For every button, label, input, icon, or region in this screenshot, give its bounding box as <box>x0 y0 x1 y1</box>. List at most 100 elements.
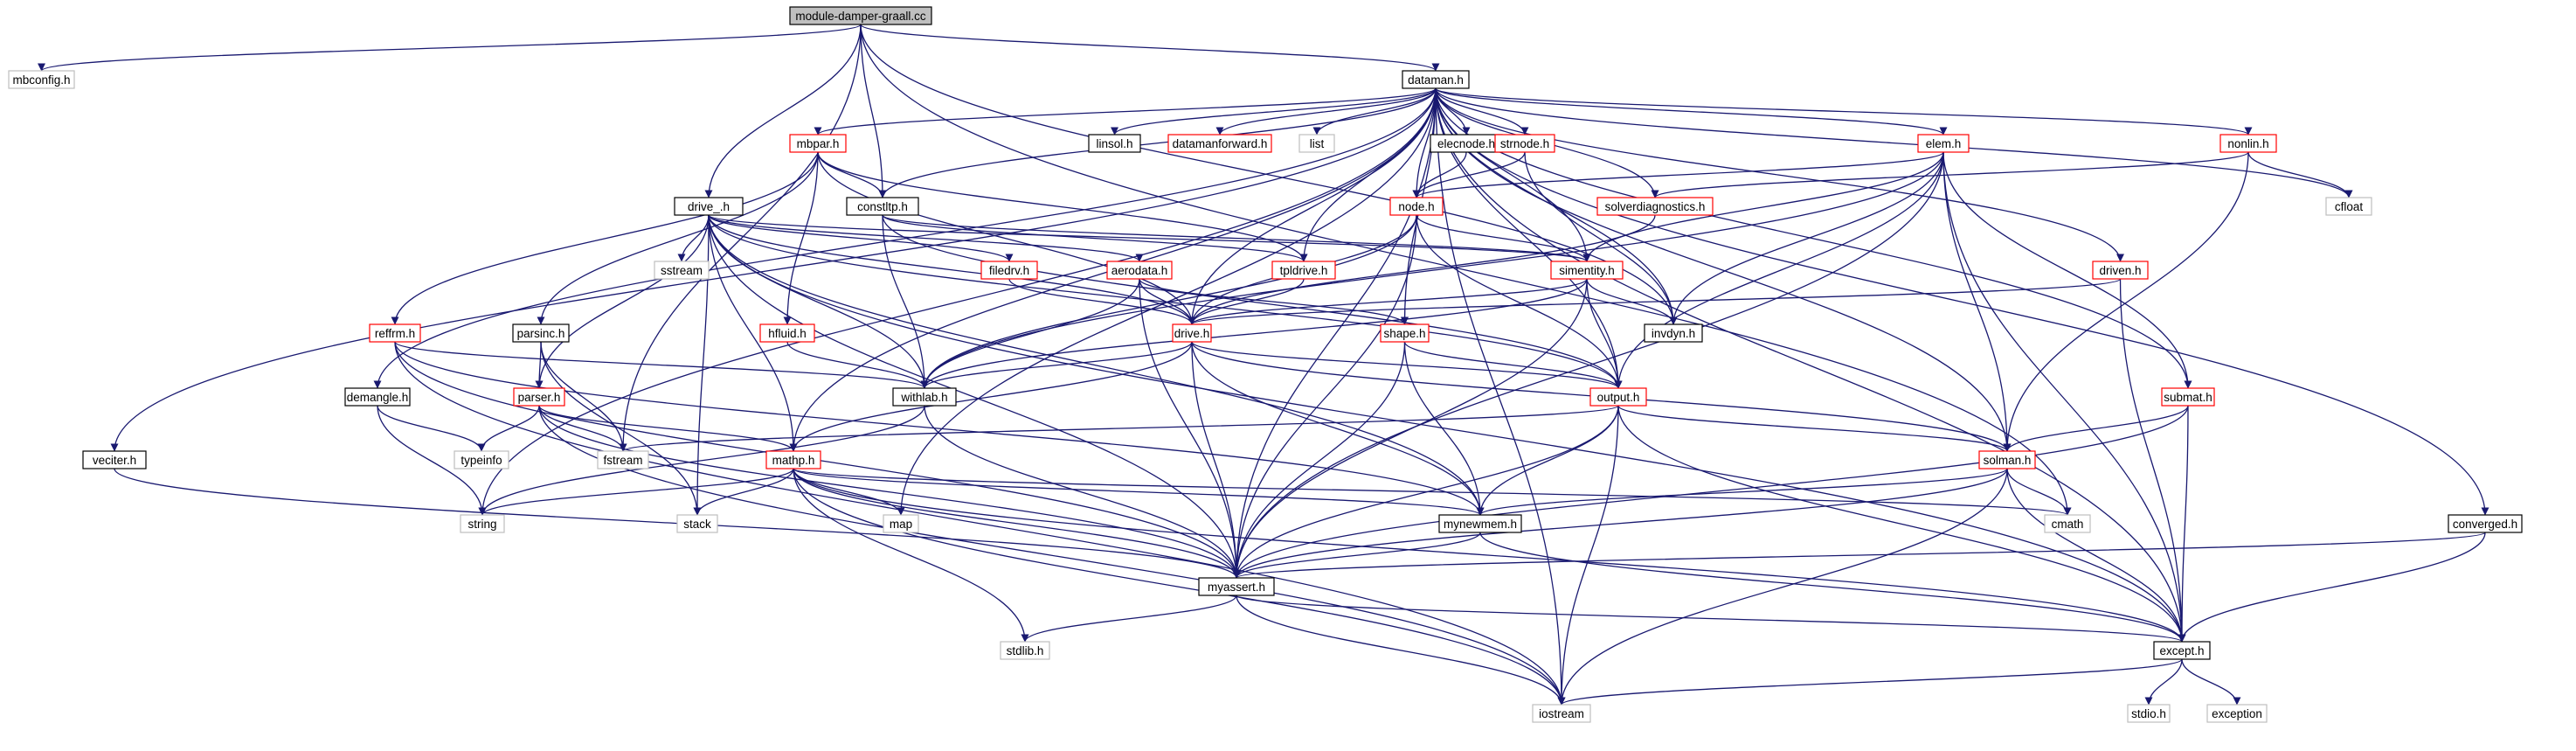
node-typeinfo-label: typeinfo <box>460 454 502 467</box>
edge-myassert-to-except <box>1236 595 2186 643</box>
node-drive_[interactable]: drive_.h <box>674 197 744 216</box>
node-elecnode[interactable]: elecnode.h <box>1430 134 1503 153</box>
node-except[interactable]: except.h <box>2153 641 2211 660</box>
edge-filedrv-to-drive <box>1008 278 1196 325</box>
node-strnode[interactable]: strnode.h <box>1494 134 1555 153</box>
edge-solman-to-cmath <box>2006 468 2072 516</box>
node-stdlib-label: stdlib.h <box>1007 644 1044 657</box>
node-fstream-box <box>597 450 649 469</box>
node-solverdiagnostics[interactable]: solverdiagnostics.h <box>1596 197 1714 216</box>
node-constltp[interactable]: constltp.h <box>846 197 919 216</box>
edge-drive_-to-output <box>708 214 1623 389</box>
node-exception-label: exception <box>2212 707 2262 720</box>
node-list-label: list <box>1310 137 1325 150</box>
node-output[interactable]: output.h <box>1589 387 1647 407</box>
node-cfloat: cfloat <box>2325 197 2372 216</box>
node-sstream: sstream <box>654 261 710 280</box>
node-mbpar-label: mbpar.h <box>797 137 840 150</box>
edge-driven-to-drive <box>1188 278 2122 325</box>
node-mbpar[interactable]: mbpar.h <box>789 134 847 153</box>
node-elem[interactable]: elem.h <box>1917 134 1970 153</box>
node-driven-box <box>2092 261 2149 280</box>
edge-mathp-to-mynewmem <box>793 468 1485 516</box>
edge-simentity-to-invdyn <box>1586 278 1678 325</box>
node-linsol[interactable]: linsol.h <box>1088 134 1141 153</box>
node-myassert-label: myassert.h <box>1208 581 1265 594</box>
edge-mathp-to-string <box>478 468 794 516</box>
node-simentity[interactable]: simentity.h <box>1550 261 1624 280</box>
node-root[interactable]: module-damper-graall.cc <box>789 6 932 25</box>
edge-strnode-to-node <box>1412 151 1526 198</box>
edge-nonlin-to-solverdiagnostics <box>1651 151 2249 198</box>
node-submat-label: submat.h <box>2164 391 2212 404</box>
node-driven[interactable]: driven.h <box>2092 261 2149 280</box>
edge-drive_-to-sstream <box>677 214 710 262</box>
edge-drive_-to-filedrv <box>708 214 1014 262</box>
edge-mathp-to-except <box>793 468 2186 643</box>
edges-layer <box>38 24 2489 706</box>
node-hfluid[interactable]: hfluid.h <box>759 323 815 343</box>
node-veciter[interactable]: veciter.h <box>82 450 147 469</box>
edge-elem-to-simentity <box>1582 151 1944 262</box>
node-nonlin[interactable]: nonlin.h <box>2219 134 2277 153</box>
node-parsinc[interactable]: parsinc.h <box>512 323 570 343</box>
node-invdyn[interactable]: invdyn.h <box>1644 323 1703 343</box>
edge-mathp-to-stdlib <box>793 468 1029 643</box>
node-dataman[interactable]: dataman.h <box>1402 70 1470 89</box>
node-withlab[interactable]: withlab.h <box>892 387 957 407</box>
node-reffrm[interactable]: reffrm.h <box>369 323 421 343</box>
node-cfloat-label: cfloat <box>2335 200 2364 213</box>
node-reffrm-box <box>369 323 421 343</box>
node-filedrv[interactable]: filedrv.h <box>980 261 1038 280</box>
node-shape[interactable]: shape.h <box>1380 323 1430 343</box>
edge-withlab-to-string <box>478 405 925 516</box>
edge-demangle-to-typeinfo <box>377 405 486 452</box>
edge-elem-to-invdyn <box>1669 151 1944 325</box>
node-map: map <box>883 514 919 533</box>
edge-root-to-cmath <box>860 24 2072 516</box>
node-exception: exception <box>2206 704 2268 723</box>
node-aerodata[interactable]: aerodata.h <box>1106 261 1173 280</box>
node-solman[interactable]: solman.h <box>1978 450 2036 469</box>
node-invdyn-box <box>1644 323 1703 343</box>
node-mathp[interactable]: mathp.h <box>765 450 821 469</box>
node-parser[interactable]: parser.h <box>513 387 565 407</box>
edge-withlab-to-myassert <box>924 405 1241 579</box>
edge-except-to-stdio <box>2144 658 2183 706</box>
node-node-label: node.h <box>1398 200 1434 213</box>
edge-except-to-exception <box>2181 658 2241 706</box>
node-tpldrive[interactable]: tpldrive.h <box>1271 261 1336 280</box>
edge-drive_-to-simentity <box>708 214 1591 262</box>
edge-parser-to-iostream <box>538 405 1566 706</box>
edge-node-to-withlab <box>920 214 1417 389</box>
node-solman-label: solman.h <box>1984 454 2032 467</box>
node-myassert[interactable]: myassert.h <box>1198 577 1275 596</box>
edge-nonlin-to-cfloat <box>2247 151 2353 198</box>
node-drive-label: drive.h <box>1174 327 1210 340</box>
edge-output-to-except <box>1617 405 2186 643</box>
edge-solverdiagnostics-to-drive <box>1188 214 1656 325</box>
node-demangle-label: demangle.h <box>347 391 409 404</box>
node-withlab-label: withlab.h <box>900 391 947 404</box>
edge-root-to-dataman <box>860 24 1440 72</box>
node-node[interactable]: node.h <box>1389 197 1444 216</box>
node-submat[interactable]: submat.h <box>2161 387 2215 407</box>
node-filedrv-box <box>980 261 1038 280</box>
edge-root-to-drive_ <box>704 24 862 198</box>
node-datamanforward[interactable]: datamanforward.h <box>1167 134 1272 153</box>
node-drive[interactable]: drive.h <box>1172 323 1212 343</box>
node-stdio: stdio.h <box>2127 704 2171 723</box>
edge-converged-to-myassert <box>1233 532 2486 579</box>
edge-tpldrive-to-drive <box>1188 278 1305 325</box>
node-stdlib-box <box>1000 641 1050 660</box>
node-solverdiagnostics-box <box>1596 197 1714 216</box>
edge-aerodata-to-myassert <box>1139 278 1241 579</box>
node-demangle[interactable]: demangle.h <box>344 387 411 407</box>
edge-elem-to-withlab <box>920 151 1944 389</box>
node-converged[interactable]: converged.h <box>2448 514 2523 533</box>
node-simentity-box <box>1550 261 1624 280</box>
edge-drive_-to-parser <box>535 214 710 389</box>
edge-drive-to-myassert <box>1191 341 1241 579</box>
node-mynewmem[interactable]: mynewmem.h <box>1438 514 1522 533</box>
